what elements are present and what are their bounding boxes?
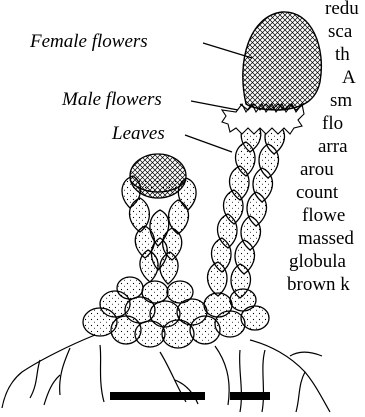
label-female-flowers: Female flowers [29, 31, 148, 52]
caption-line: A [342, 67, 356, 88]
left-female-flower-head [130, 154, 186, 198]
female-flowers-head [243, 12, 322, 110]
leader-male-flowers [191, 101, 238, 110]
caption-line: th [335, 44, 350, 65]
leader-leaves [185, 135, 232, 152]
caption-line: brown k [287, 274, 350, 295]
label-leaves: Leaves [111, 123, 165, 144]
caption-line: sm [330, 90, 352, 111]
label-male-flowers: Male flowers [61, 89, 162, 110]
roots [2, 335, 330, 412]
caption-line: massed [298, 228, 354, 249]
caption-line: arra [318, 136, 348, 157]
caption-line: redu [325, 0, 359, 19]
caption-line: arou [300, 159, 334, 180]
caption-line: flo [322, 113, 343, 134]
leader-female-flowers [203, 43, 252, 58]
scale-bar [110, 392, 270, 400]
caption-line: globula [289, 251, 347, 272]
caption-line: count [296, 182, 339, 203]
caption-line: flowe [302, 205, 345, 226]
caption-line: sca [328, 21, 353, 42]
